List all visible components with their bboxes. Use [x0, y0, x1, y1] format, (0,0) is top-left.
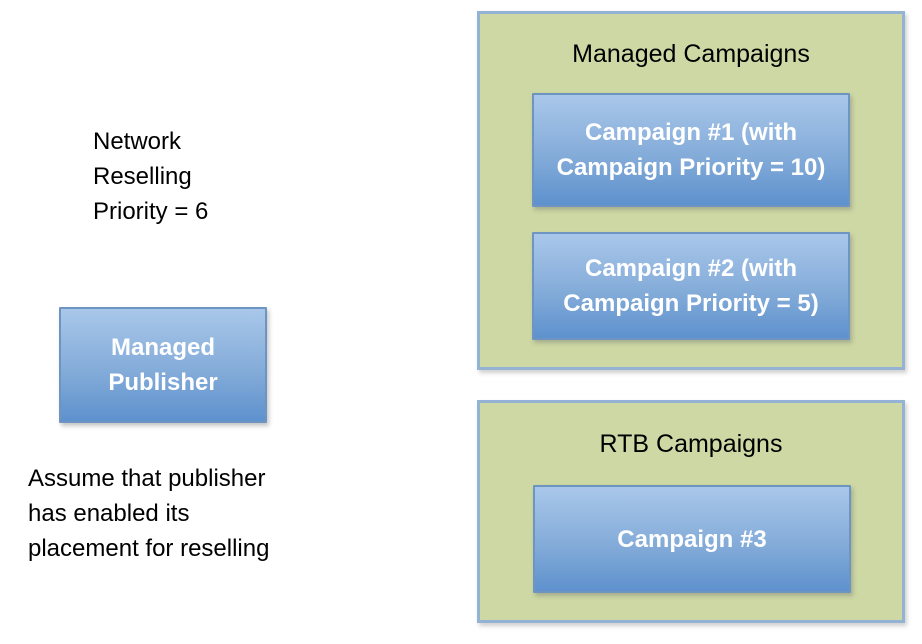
campaign-2-box: Campaign #2 (with Campaign Priority = 5)	[532, 232, 850, 340]
network-reselling-priority-note: Network Reselling Priority = 6	[93, 128, 209, 225]
campaign-1-box: Campaign #1 (with Campaign Priority = 10…	[532, 93, 850, 207]
campaign-1-label: Campaign #1 (with Campaign Priority = 10…	[556, 119, 826, 181]
managed-campaigns-container: Managed Campaigns Campaign #1 (with Camp…	[477, 11, 905, 370]
publisher-assumption-note: Assume that publisher has enabled its pl…	[28, 465, 270, 562]
rtb-campaigns-title: RTB Campaigns	[599, 430, 783, 458]
campaign-3-box: Campaign #3	[533, 485, 851, 593]
rtb-campaigns-container: RTB Campaigns Campaign #3	[477, 400, 905, 623]
managed-campaigns-title: Managed Campaigns	[572, 40, 810, 68]
managed-publisher-label: Managed Publisher	[108, 334, 218, 396]
campaign-3-label: Campaign #3	[617, 525, 767, 553]
managed-publisher-box: Managed Publisher	[59, 307, 267, 423]
campaign-2-label: Campaign #2 (with Campaign Priority = 5)	[563, 255, 819, 317]
